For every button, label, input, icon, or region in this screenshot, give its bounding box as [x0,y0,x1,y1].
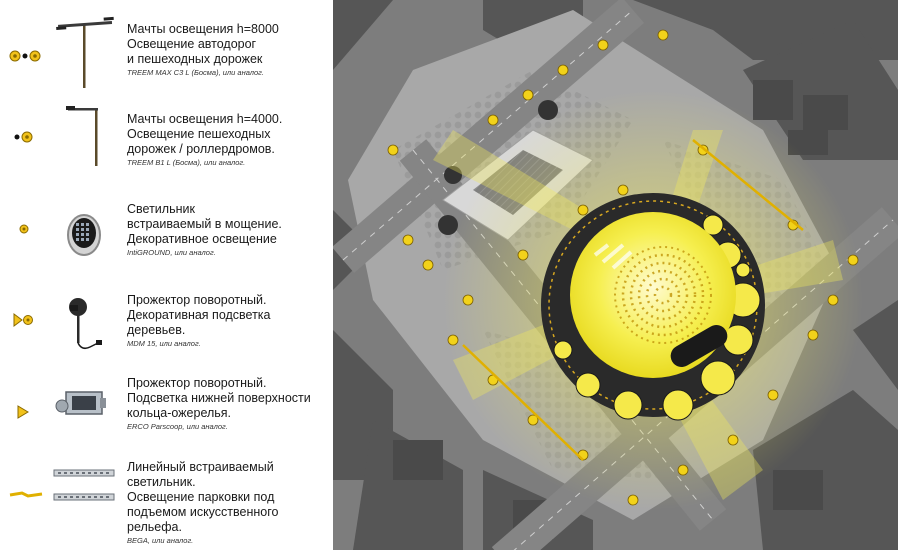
legend-line: Подсветка нижней поверхности [127,391,311,405]
tree-canopy [438,215,458,235]
legend-line: Декоративная подсветка [127,308,271,322]
legend-text-3: Светильник встраиваемый в мощение. Декор… [127,202,333,258]
site-plan-svg [333,0,898,550]
legend-line: встраиваемый в мощение. [127,217,282,231]
legend-line: Мачты освещения h=4000. [127,112,283,126]
legend-spec: TREEM MAX C3 L (Босма), или аналог. [127,68,264,77]
legend-text-6: Линейный встраиваемый светильник. Освеще… [127,460,333,546]
tall-pole-icon [56,16,114,88]
legend-text-2: Мачты освещения h=4000. Освещение пешехо… [127,112,333,168]
legend-text-1: Мачты освещения h=8000 Освещение автодор… [127,22,333,78]
legend-text-5: Прожектор поворотный. Подсветка нижней п… [127,376,333,432]
linear-fixture-icon [53,469,115,501]
legend-row-5: Прожектор поворотный. Подсветка нижней п… [0,368,333,446]
legend-row-6: Линейный встраиваемый светильник. Освеще… [0,458,333,548]
legend-spec: MDM 15, или аналог. [127,339,201,348]
ring-medallions [553,214,761,421]
legend-line: Декоративное освещение [127,232,277,246]
inground-light-icon [67,214,101,256]
central-pavilion-pill [670,325,728,367]
stripe-graphic [593,243,633,270]
legend-line: рельефа. [127,520,182,534]
short-pole-icon [66,106,98,166]
legend-spec: BEGA, или аналог. [127,536,194,545]
legend-spec: IntiGROUND, или аналог. [127,248,216,257]
building-footprints [393,80,848,540]
legend-spec: ERCO Parscoop, или аналог. [127,422,228,431]
triangle-spot-icon [17,405,29,419]
legend-row-4: Прожектор поворотный. Декоративная подсв… [0,285,333,363]
legend-row-3: Светильник встраиваемый в мощение. Декор… [0,192,333,270]
legend-spec: TREEM B1 L (Босма), или аналог. [127,158,246,167]
city-blocks [333,0,898,550]
spot-tree-icon [13,313,33,327]
legend-line: Освещение автодорог [127,37,257,51]
legend-line: Мачты освещения h=8000 [127,22,279,36]
legend-line: Светильник [127,202,195,216]
double-lamp-dot-icon [9,50,41,62]
site-plan-map [333,0,898,550]
small-lamp-icon [19,224,29,234]
legend-line: Освещение пешеходных [127,127,271,141]
legend-line: Прожектор поворотный. [127,376,267,390]
tree-canopy [538,100,558,120]
legend-line: Освещение парковки под [127,490,275,504]
parscoop-spotlight-icon [55,391,106,415]
lamp-points [387,29,859,506]
legend-line: дорожек / роллердромов. [127,142,275,156]
spike-spotlight-icon [69,298,102,350]
legend-line: кольца-ожерелья. [127,406,232,420]
legend-line: подъемом искусственного [127,505,279,519]
legend-line: светильник. [127,475,196,489]
legend-line: и пешеходных дорожек [127,52,263,66]
linear-lights [462,139,804,461]
legend-row-2: Мачты освещения h=4000. Освещение пешехо… [0,100,333,178]
concentric-dots [614,246,712,344]
legend-line: деревьев. [127,323,186,337]
legend-text-4: Прожектор поворотный. Декоративная подсв… [127,293,333,349]
tree-canopy [444,166,462,184]
single-lamp-dot-icon [14,131,33,143]
legend-row-1: Мачты освещения h=8000 Освещение автодор… [0,10,333,88]
legend-panel: Мачты освещения h=8000 Освещение автодор… [0,0,333,550]
legend-line: Прожектор поворотный. [127,293,267,307]
linear-light-icon [9,491,43,498]
legend-line: Линейный встраиваемый [127,460,274,474]
